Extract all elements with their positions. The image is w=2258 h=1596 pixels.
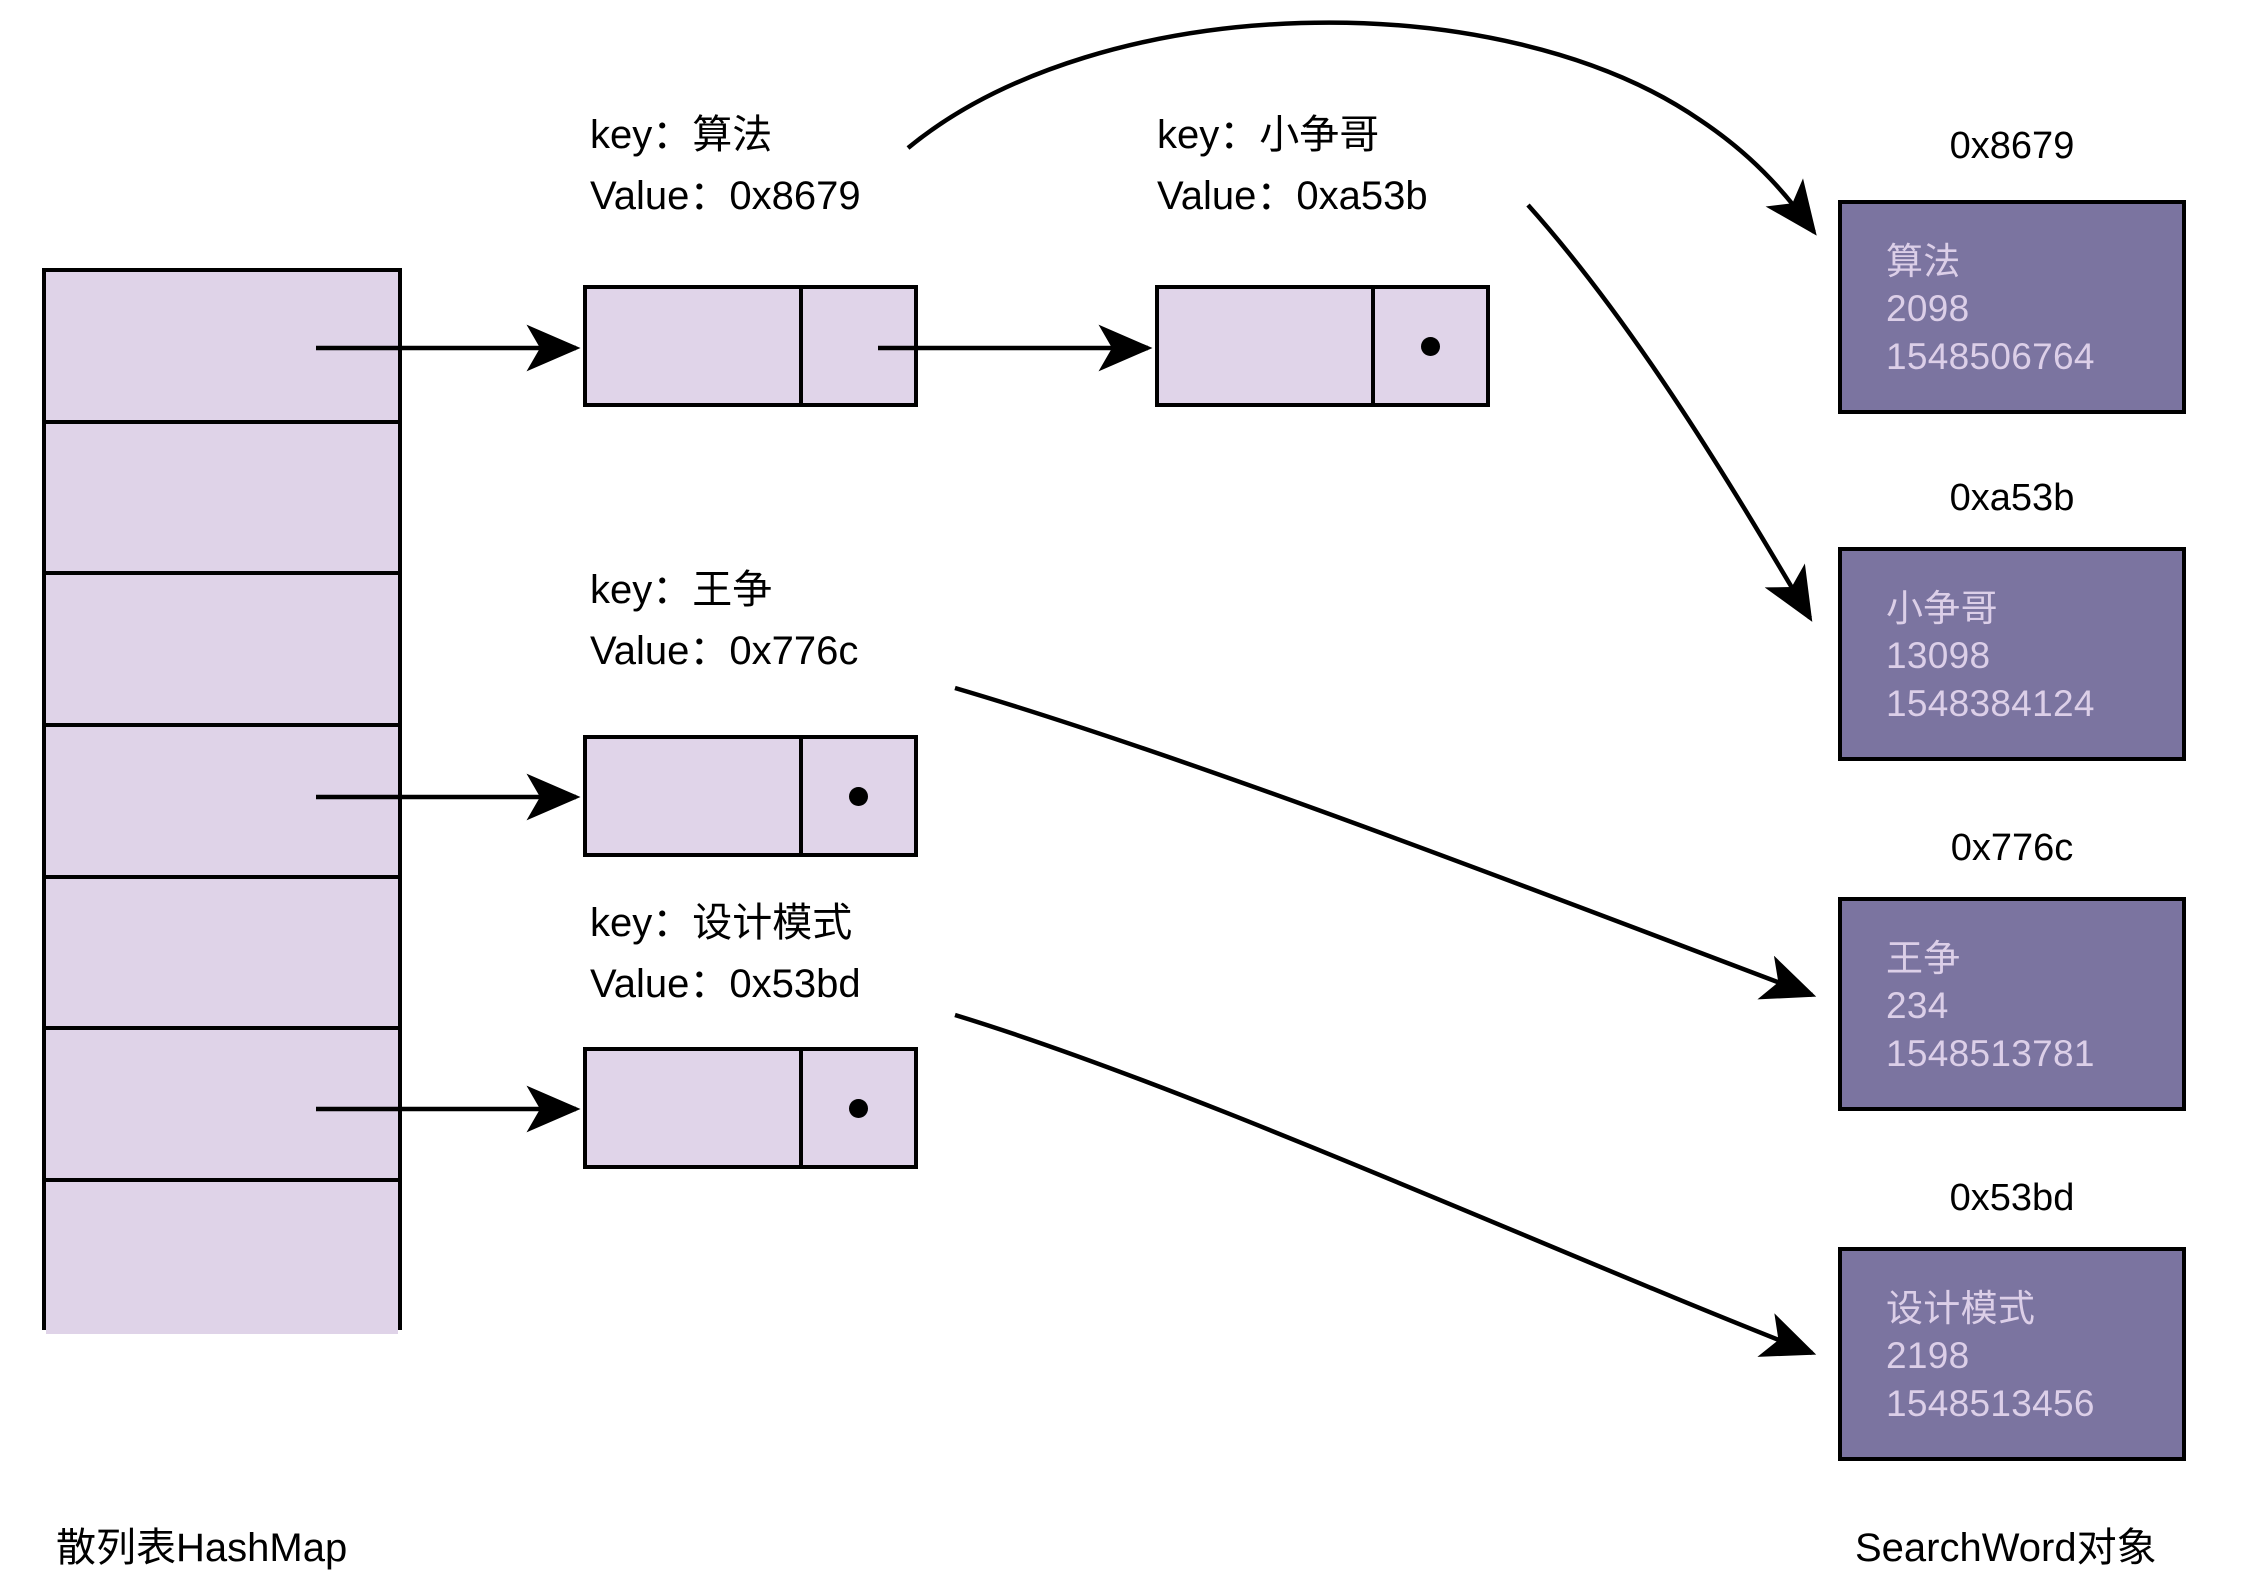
object-count: 13098 bbox=[1886, 635, 1991, 677]
searchword-object-0: 算法 2098 1548506764 bbox=[1838, 200, 2186, 415]
list-node-data-cell bbox=[1159, 289, 1371, 403]
object-address-1: 0xa53b bbox=[1949, 477, 2075, 519]
hash-slot-3 bbox=[46, 727, 398, 879]
list-node-shejimoshi bbox=[583, 1047, 918, 1169]
list-node-wangzheng bbox=[583, 735, 918, 857]
arrow-value-0x53bd-to-object bbox=[954, 1012, 1817, 1357]
object-count: 234 bbox=[1886, 985, 1949, 1027]
searchword-object-1: 小争哥 13098 1548384124 bbox=[1838, 547, 2186, 762]
object-address-3: 0x53bd bbox=[1949, 1177, 2075, 1219]
object-word: 设计模式 bbox=[1886, 1288, 2036, 1329]
object-address-0: 0x8679 bbox=[1949, 125, 2075, 167]
hash-slot-0 bbox=[46, 272, 398, 424]
entry-label-suanfa: key：算法 Value：0x8679 bbox=[590, 105, 861, 227]
null-pointer-dot bbox=[1421, 336, 1440, 356]
list-node-data-cell bbox=[587, 289, 799, 403]
list-node-xiaozhengge bbox=[1155, 285, 1490, 407]
entry-label-xiaozhengge: key：小争哥 Value：0xa53b bbox=[1157, 105, 1428, 227]
hash-slot-4 bbox=[46, 878, 398, 1031]
searchword-object-2: 王争 234 1548513781 bbox=[1838, 897, 2186, 1112]
list-node-pointer-cell bbox=[799, 739, 914, 853]
list-node-pointer-cell bbox=[1371, 289, 1486, 403]
object-address-2: 0x776c bbox=[1950, 827, 2074, 869]
entry-key-label: key：算法 bbox=[590, 113, 773, 157]
object-word: 算法 bbox=[1886, 241, 1961, 282]
arrow-value-0x776c-to-object bbox=[954, 685, 1817, 1000]
entry-value-label: Value：0x8679 bbox=[590, 173, 861, 218]
object-word: 王争 bbox=[1886, 938, 1961, 979]
object-count: 2098 bbox=[1886, 288, 1970, 330]
object-timestamp: 1548513781 bbox=[1886, 1032, 2095, 1074]
entry-value-label: Value：0x776c bbox=[590, 628, 859, 673]
hash-table-array bbox=[42, 268, 402, 1334]
hash-slot-5 bbox=[46, 1030, 398, 1183]
entry-value-label: Value：0xa53b bbox=[1157, 173, 1428, 218]
entry-key-label: key：设计模式 bbox=[590, 901, 853, 945]
object-timestamp: 1548384124 bbox=[1886, 682, 2095, 724]
object-count: 2198 bbox=[1886, 1335, 1970, 1377]
caption-searchword: SearchWord对象 bbox=[1855, 1526, 2157, 1570]
hash-slot-2 bbox=[46, 575, 398, 728]
list-node-data-cell bbox=[587, 1051, 799, 1165]
null-pointer-dot bbox=[849, 786, 868, 806]
caption-hashmap: 散列表HashMap bbox=[56, 1526, 348, 1570]
list-node-pointer-cell bbox=[799, 1051, 914, 1165]
hash-slot-6 bbox=[46, 1182, 398, 1334]
list-node-suanfa bbox=[583, 285, 918, 407]
entry-key-label: key：王争 bbox=[590, 568, 773, 612]
list-node-pointer-cell bbox=[799, 289, 914, 403]
object-word: 小争哥 bbox=[1886, 588, 1998, 629]
hash-slot-1 bbox=[46, 423, 398, 576]
arrow-value-0xa53b-to-object bbox=[1526, 203, 1813, 622]
searchword-object-3: 设计模式 2198 1548513456 bbox=[1838, 1247, 2186, 1462]
object-timestamp: 1548506764 bbox=[1886, 335, 2095, 377]
null-pointer-dot bbox=[849, 1098, 868, 1118]
entry-value-label: Value：0x53bd bbox=[590, 961, 861, 1006]
entry-label-shejimoshi: key：设计模式 Value：0x53bd bbox=[590, 893, 861, 1015]
object-timestamp: 1548513456 bbox=[1886, 1382, 2095, 1424]
list-node-data-cell bbox=[587, 739, 799, 853]
entry-label-wangzheng: key：王争 Value：0x776c bbox=[590, 560, 858, 682]
entry-key-label: key：小争哥 bbox=[1157, 113, 1380, 157]
